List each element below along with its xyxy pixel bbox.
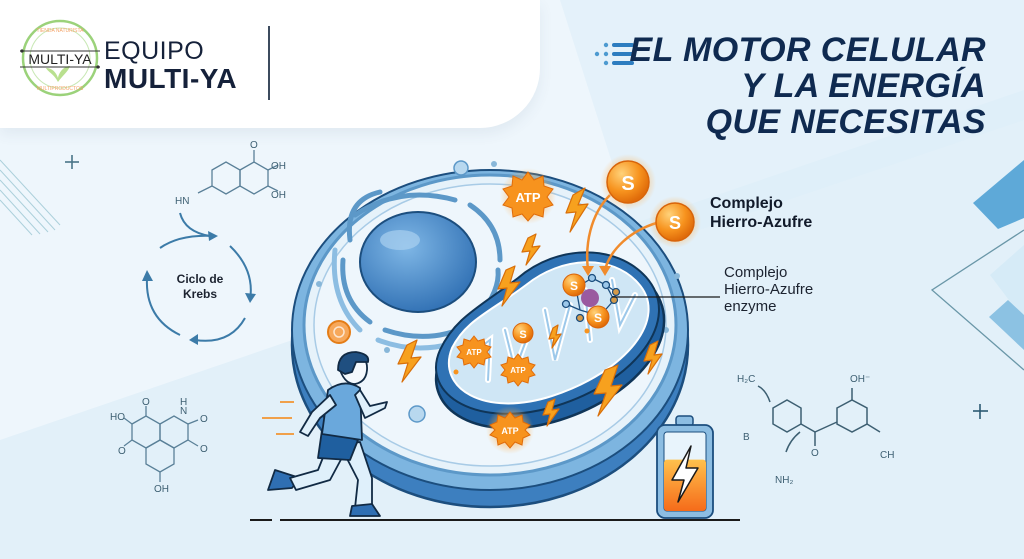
plus-icon: [973, 404, 988, 419]
title-line-3: QUE NECESITAS: [705, 103, 986, 141]
heading-line-2: Hierro-Azufre: [710, 214, 813, 231]
chem-label: NH₂: [775, 475, 794, 486]
svg-text:S: S: [594, 311, 602, 325]
heading-line-1: Complejo: [710, 195, 783, 212]
svg-text:S: S: [570, 279, 578, 293]
chem-label: O: [200, 414, 208, 425]
logo-ring-bottom: MULTIPRODUCTOS: [37, 86, 84, 92]
enzyme-line-2: Hierro-Azufre: [724, 281, 814, 298]
chem-label: O: [250, 140, 258, 151]
chem-label: O: [811, 448, 819, 459]
molecule-bottom: [123, 406, 199, 482]
nucleus: [359, 211, 477, 313]
brand-line-2: MULTI-YA: [104, 63, 238, 94]
chem-label: O: [118, 446, 126, 457]
sulfur-atom: S: [649, 196, 701, 248]
chem-label: OH: [271, 161, 286, 172]
molecule-top: [197, 150, 279, 195]
svg-text:S: S: [669, 213, 681, 233]
iron-sulfur-complex-heading: Complejo Hierro-Azufre: [710, 194, 812, 232]
title-line-2: Y LA ENERGÍA: [741, 67, 986, 105]
header-divider: [268, 26, 270, 100]
vesicles: [316, 160, 680, 423]
svg-text:ATP: ATP: [501, 426, 518, 436]
enzyme-line-3: enzyme: [724, 298, 777, 315]
svg-text:S: S: [621, 173, 634, 195]
krebs-cycle-label: Ciclo de Krebs: [162, 272, 238, 302]
speed-lines: [262, 401, 294, 435]
svg-text:ATP: ATP: [466, 348, 482, 357]
atp-badge: ATP: [456, 335, 492, 369]
svg-text:ATP: ATP: [510, 366, 526, 375]
chem-label: HN: [175, 196, 190, 207]
chem-label: B: [743, 432, 750, 443]
brand-line-1: EQUIPO: [104, 37, 205, 65]
runner-figure: [262, 351, 388, 517]
header-card: MULTI-YA TIENDA NATURISTA MULTIPRODUCTOS…: [0, 0, 540, 128]
krebs-arrows: [142, 231, 256, 345]
krebs-line-1: Ciclo de: [176, 272, 224, 286]
molecule-right: [757, 385, 881, 453]
sulfur-atom: S: [512, 322, 534, 344]
logo-ring-top: TIENDA NATURISTA: [36, 28, 84, 34]
atp-badge: ATP: [500, 353, 536, 387]
sulfur-atom: S: [562, 273, 586, 297]
chem-label: OH⁻: [850, 374, 871, 385]
sulfur-atom: S: [586, 305, 610, 329]
logo[interactable]: MULTI-YA TIENDA NATURISTA MULTIPRODUCTOS: [18, 16, 102, 100]
sulfur-atom: S: [600, 154, 656, 210]
chem-label: CH: [880, 450, 895, 461]
title-line-1: EL MOTOR CELULAR: [629, 31, 986, 69]
svg-text:S: S: [519, 329, 526, 341]
krebs-line-2: Krebs: [182, 287, 217, 301]
chem-label: H: [180, 397, 188, 408]
page-title: EL MOTOR CELULAR Y LA ENERGÍA QUE NECESI…: [630, 32, 986, 140]
chem-label: O: [142, 397, 150, 408]
chem-label: HO: [110, 412, 125, 423]
logo-text: MULTI-YA: [28, 51, 92, 67]
chem-label: H₂C: [737, 374, 756, 385]
plus-icon: [65, 155, 79, 169]
atp-badge: ATP: [486, 406, 534, 454]
hatch-lines: [0, 159, 61, 236]
lightning-bolts: [397, 187, 663, 427]
battery-icon: [656, 415, 714, 519]
menu-lines-icon: [594, 42, 634, 66]
enzyme-line-1: Complejo: [724, 264, 788, 281]
atp-badge: ATP: [500, 168, 556, 224]
chem-label: OH: [271, 190, 286, 201]
chem-label: OH: [154, 484, 169, 495]
iron-sulfur-cluster: [561, 273, 621, 323]
iron-sulfur-enzyme-label: Complejo Hierro-Azufre enzyme: [724, 264, 813, 315]
svg-text:ATP: ATP: [515, 190, 540, 205]
chem-label: N: [180, 406, 188, 417]
chem-label: O: [200, 444, 208, 455]
diamond-decoration: [930, 160, 1024, 371]
